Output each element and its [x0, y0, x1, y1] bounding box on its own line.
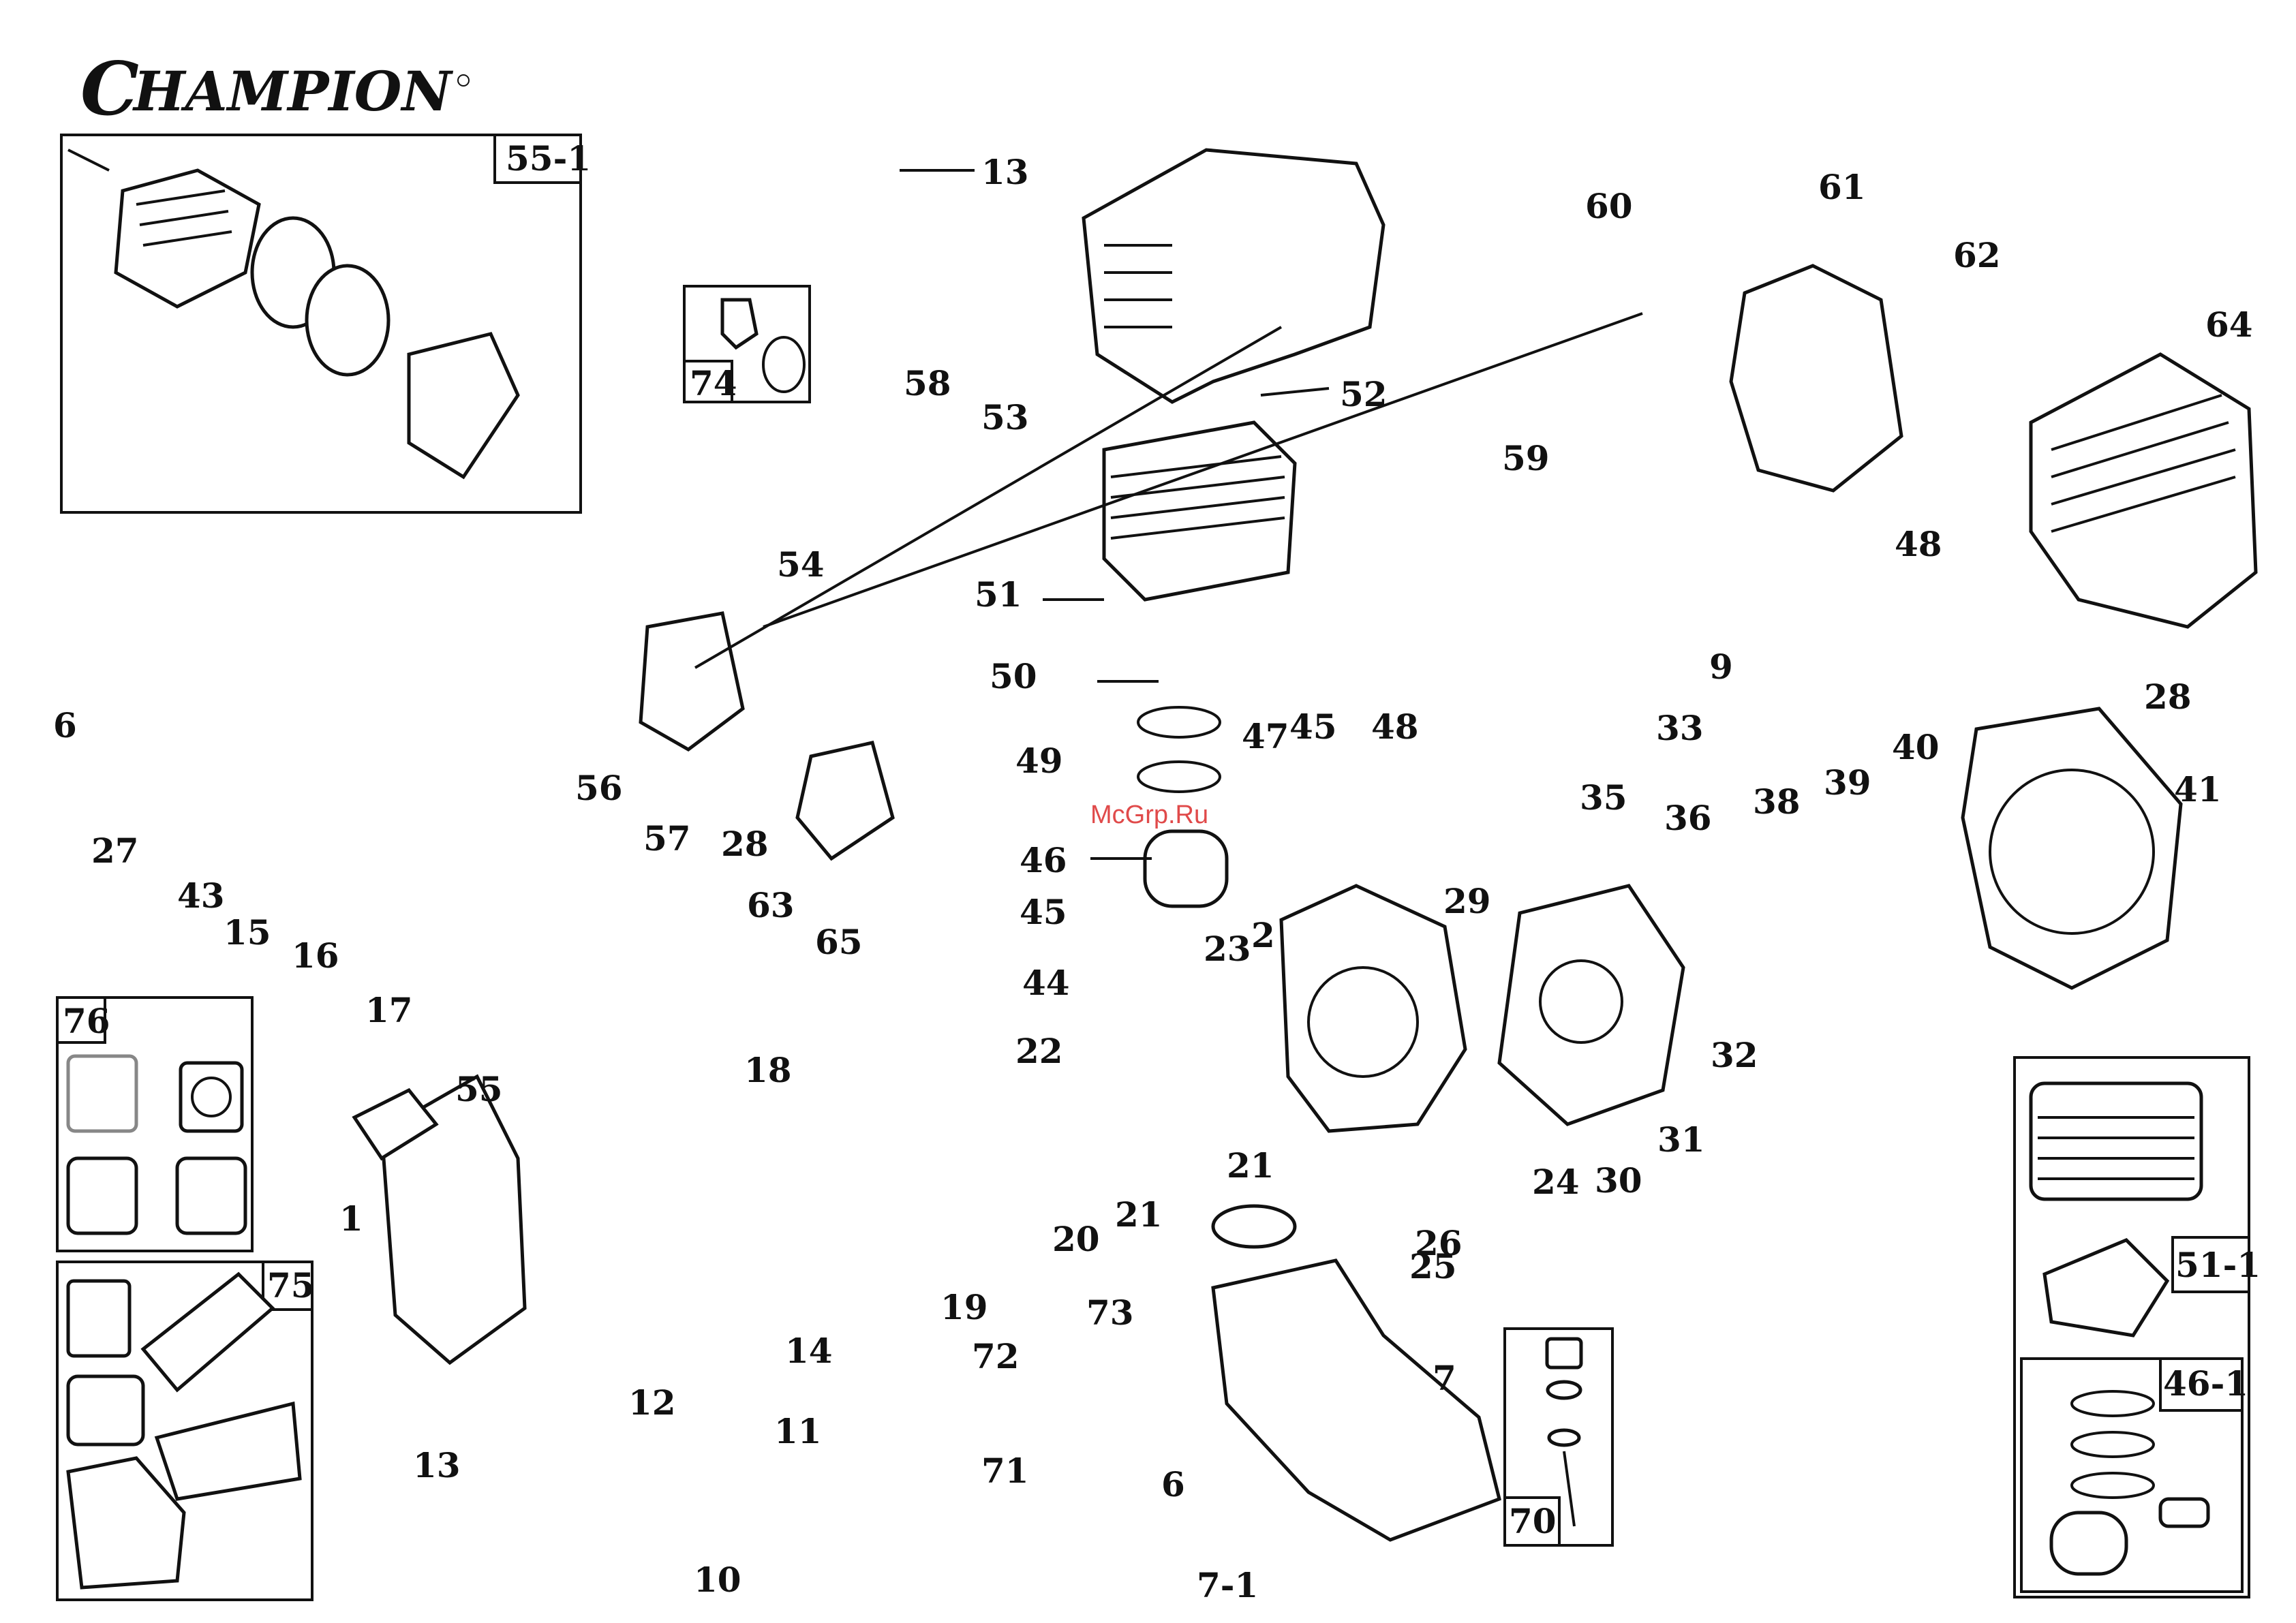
kit-label-74: 74	[690, 363, 737, 403]
champion-logo: C HAMPION	[80, 46, 469, 132]
part-label: 43	[177, 876, 225, 916]
part-label: 63	[747, 885, 795, 925]
part-label: 61	[1818, 167, 1866, 207]
part-label: 44	[1022, 963, 1070, 1003]
recoil-starter	[354, 1077, 525, 1363]
kit-label-76: 76	[63, 1001, 110, 1041]
part-label: 58	[904, 363, 951, 403]
part-label: 22	[1015, 1031, 1063, 1071]
part-label: 13	[413, 1445, 461, 1485]
part-label: 1	[339, 1199, 363, 1239]
part-label: 46	[1020, 840, 1067, 880]
part-label: 47	[1242, 716, 1289, 756]
part-label: 29	[1443, 881, 1491, 921]
part-label: 48	[1371, 707, 1419, 747]
watermark: McGrp.Ru	[1090, 801, 1208, 829]
part-label: 45	[1289, 707, 1337, 747]
flywheel	[1499, 886, 1683, 1124]
part-label: 41	[2174, 769, 2222, 809]
muffler	[1731, 266, 2256, 627]
kit-label-75: 75	[267, 1265, 315, 1305]
engine-shroud	[1084, 150, 1383, 402]
part-label: 23	[1204, 929, 1251, 969]
part-label: 12	[628, 1382, 676, 1423]
svg-text:C: C	[80, 46, 139, 132]
part-label: 14	[785, 1331, 833, 1371]
part-label: 19	[940, 1287, 988, 1327]
part-label: 38	[1753, 782, 1801, 822]
part-label: 59	[1502, 438, 1550, 478]
part-label: 10	[694, 1560, 741, 1600]
part-label: 55	[455, 1069, 503, 1109]
kit-box-70: 70	[1505, 1329, 1612, 1545]
part-label: 33	[1656, 708, 1704, 748]
part-label: 6	[53, 705, 77, 745]
part-label: 2	[1251, 915, 1275, 955]
kit-box-74: 74	[684, 286, 810, 403]
part-label: 32	[1711, 1035, 1758, 1075]
part-label: 72	[972, 1336, 1020, 1376]
part-label: 28	[2144, 677, 2192, 717]
part-label: 16	[292, 936, 339, 976]
part-label: 62	[1953, 235, 2001, 275]
kit-box-46-1: 46-1	[2021, 1359, 2248, 1592]
kit-box-51-1: 51-1	[2015, 1057, 2261, 1597]
part-label: 15	[224, 912, 271, 953]
crankcase	[1281, 886, 1465, 1131]
part-label: 40	[1892, 727, 1940, 767]
part-label: 30	[1595, 1160, 1642, 1201]
part-label: 64	[2205, 305, 2253, 345]
part-label: 35	[1580, 777, 1627, 818]
part-label: 11	[774, 1411, 822, 1451]
part-label: 18	[744, 1050, 792, 1090]
part-label: 26	[1415, 1223, 1463, 1263]
part-label: 17	[365, 990, 413, 1030]
kit-label-55-1: 55-1	[506, 138, 591, 179]
part-label: 45	[1020, 892, 1067, 932]
part-label: 27	[91, 831, 139, 871]
part-label: 71	[981, 1451, 1029, 1491]
part-label: 7	[1433, 1358, 1456, 1398]
clutch-housing	[1963, 709, 2181, 988]
part-label: 13	[981, 152, 1029, 192]
part-label: 7-1	[1197, 1565, 1258, 1605]
kit-box-75: 75	[57, 1262, 315, 1600]
svg-text:HAMPION: HAMPION	[132, 59, 453, 123]
part-label: 28	[721, 824, 769, 864]
part-label: 36	[1664, 798, 1712, 838]
part-label: 51	[975, 574, 1022, 615]
part-label: 57	[643, 818, 691, 859]
part-label: 31	[1657, 1119, 1705, 1160]
part-label: 39	[1824, 762, 1871, 803]
part-label: 52	[1340, 374, 1388, 414]
part-label: 9	[1709, 647, 1733, 687]
part-label: 53	[981, 397, 1029, 437]
part-label: 73	[1086, 1293, 1134, 1333]
part-label: 24	[1532, 1162, 1580, 1202]
part-label: 20	[1052, 1219, 1100, 1259]
part-label: 56	[575, 768, 623, 808]
part-label: 50	[990, 656, 1037, 696]
part-label: 54	[777, 544, 825, 585]
part-label: 60	[1585, 186, 1633, 226]
kit-label-51-1: 51-1	[2175, 1245, 2261, 1285]
part-label: 21	[1227, 1145, 1274, 1186]
kit-box-76: 76	[57, 998, 252, 1251]
part-label: 6	[1161, 1464, 1185, 1504]
cylinder	[1104, 422, 1295, 600]
kit-label-46-1: 46-1	[2163, 1363, 2248, 1404]
part-label: 65	[815, 922, 863, 962]
part-label: 21	[1115, 1194, 1163, 1235]
kit-box-55-1: 55-1	[61, 135, 591, 512]
kit-label-70: 70	[1509, 1501, 1557, 1541]
part-label: 48	[1895, 524, 1942, 564]
part-label: 49	[1015, 741, 1063, 781]
